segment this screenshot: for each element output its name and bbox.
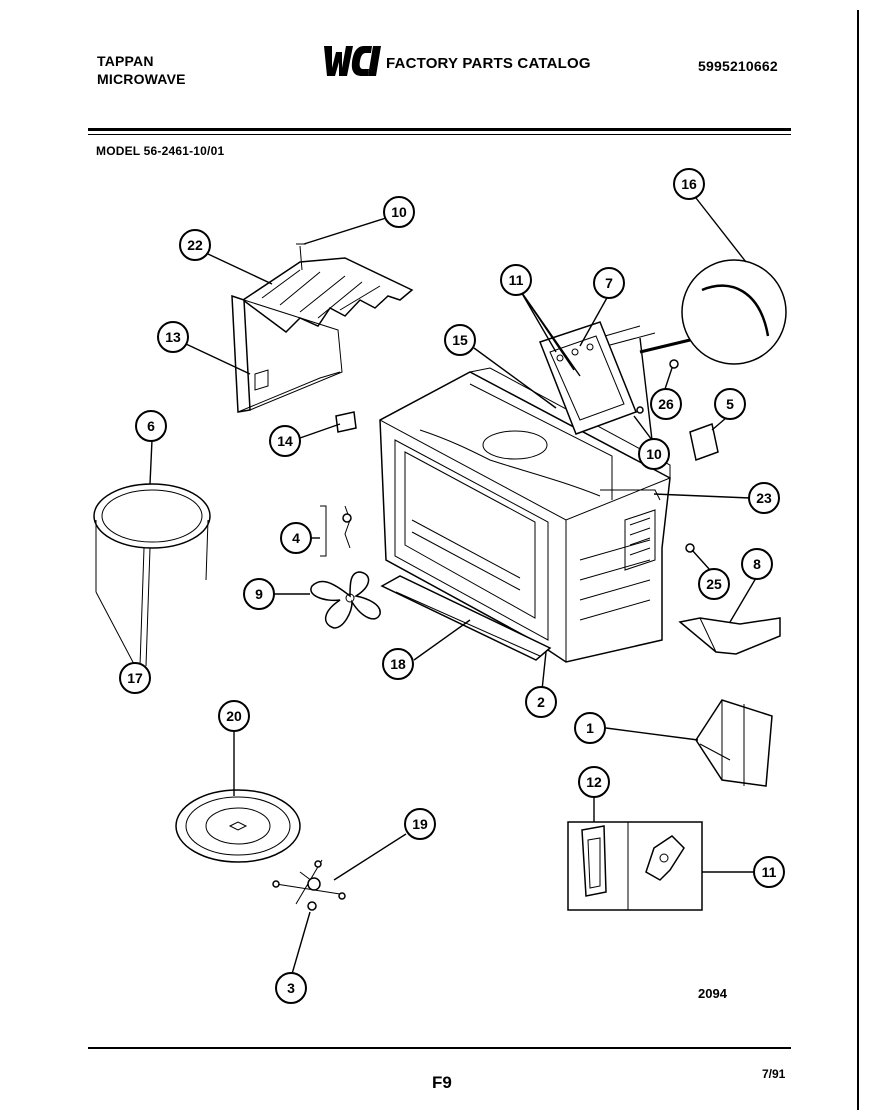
callout-label: 2 [537,694,545,710]
date-code: 7/91 [762,1067,786,1081]
callout-label: 13 [165,329,181,345]
callout-label: 17 [127,670,143,686]
part-air-duct [678,617,781,655]
callout-22: 22 [179,229,211,261]
callout-11-bottom: 11 [753,856,785,888]
callout-label: 6 [147,418,155,434]
footer-rule [88,1047,791,1049]
callout-label: 20 [226,708,242,724]
callout-label: 4 [292,530,300,546]
callout-15: 15 [444,324,476,356]
part-small-fasteners [636,359,719,553]
callout-label: 15 [452,332,468,348]
callout-label: 25 [706,576,722,592]
callout-label: 11 [762,864,777,880]
part-glass-tray [175,789,301,863]
part-terminal [335,411,357,433]
callout-label: 9 [255,586,263,602]
callout-6: 6 [135,410,167,442]
callout-label: 3 [287,980,295,996]
callout-20: 20 [218,700,250,732]
leader-lines [149,197,757,975]
callout-5: 5 [714,388,746,420]
callout-4: 4 [280,522,312,554]
callout-8: 8 [741,548,773,580]
header-rule-thin [88,134,791,135]
brand-name: TAPPAN MICROWAVE [97,52,186,88]
callout-1: 1 [574,712,606,744]
callout-label: 26 [658,396,674,412]
callout-label: 12 [586,774,602,790]
callout-label: 10 [646,446,662,462]
callout-3: 3 [275,972,307,1004]
part-mounting-bracket [695,699,773,787]
callout-2: 2 [525,686,557,718]
part-front-trim [380,575,552,661]
callout-7: 7 [593,267,625,299]
part-control-bracket [539,321,656,435]
callout-label: 19 [412,816,428,832]
header-rule [88,128,791,131]
callout-label: 16 [681,176,697,192]
part-motor [320,505,352,557]
callout-23: 23 [748,482,780,514]
callout-label: 14 [277,433,293,449]
callout-26: 26 [650,388,682,420]
callout-16: 16 [673,168,705,200]
callout-17: 17 [119,662,151,694]
page-edge-border [857,10,859,1110]
callout-10-top: 10 [383,196,415,228]
catalog-title: FACTORY PARTS CATALOG [386,55,591,72]
callout-13: 13 [157,321,189,353]
callout-12: 12 [578,766,610,798]
wci-logo [324,46,381,76]
part-switch-inset-box [567,821,703,911]
page-code: F9 [432,1073,452,1092]
part-roller-support [272,859,346,911]
callout-label: 7 [605,275,613,291]
catalog-number: 5995210662 [698,58,778,74]
callout-label: 18 [390,656,406,672]
callout-label: 10 [391,204,407,220]
part-fan-blade [310,571,381,629]
callout-label: 1 [586,720,594,736]
callout-18: 18 [382,648,414,680]
drawing-number: 2094 [698,986,727,1001]
callout-label: 11 [509,272,524,288]
callout-label: 8 [753,556,761,572]
callout-label: 23 [756,490,772,506]
callout-label: 5 [726,396,734,412]
callout-label: 22 [187,237,203,253]
part-wire-detail [639,259,787,365]
part-stirrer-cover [93,483,211,667]
callout-14: 14 [269,425,301,457]
callout-9: 9 [243,578,275,610]
brand-line-2: MICROWAVE [97,71,186,87]
callout-19: 19 [404,808,436,840]
brand-line-1: TAPPAN [97,53,154,69]
callout-11-top: 11 [500,264,532,296]
callout-25: 25 [698,568,730,600]
part-oven-cavity-cabinet [379,367,671,663]
callout-10-right: 10 [638,438,670,470]
part-top-cover [231,243,414,413]
model-number: MODEL 56-2461-10/01 [96,144,225,158]
